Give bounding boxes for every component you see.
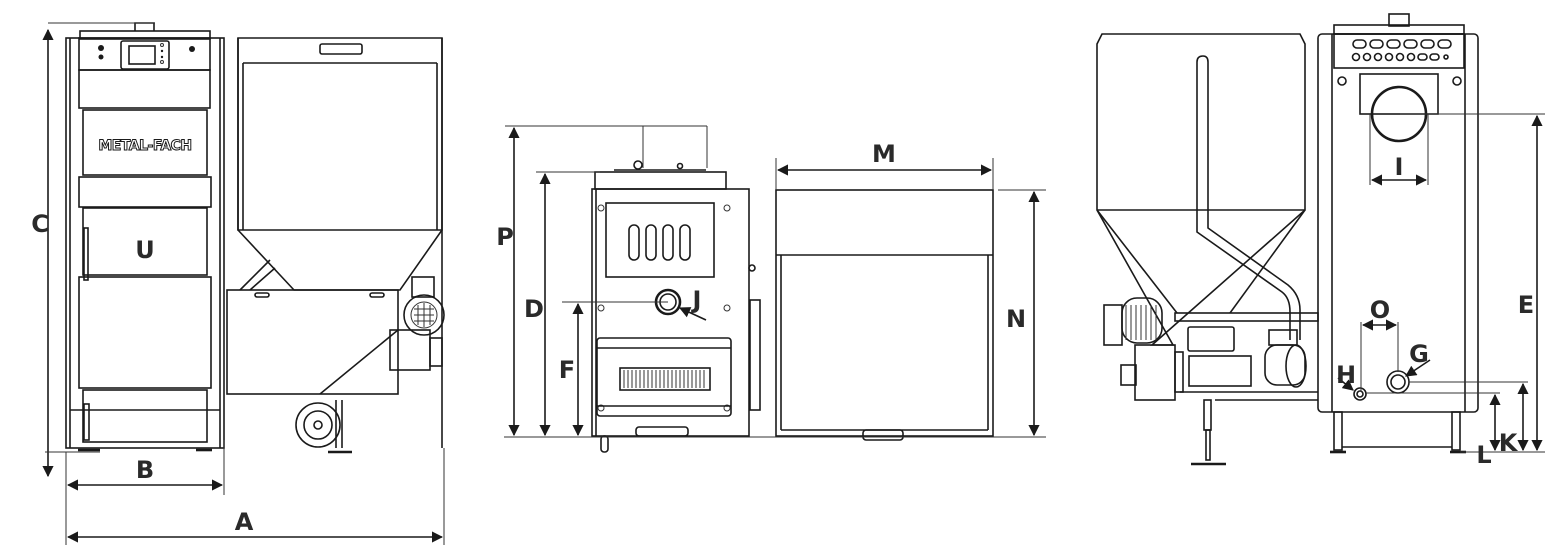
label-I: I (1395, 153, 1404, 181)
label-B: B (136, 456, 154, 484)
rear-view: I O G H L K E (1096, 13, 1545, 469)
hopper-handle (319, 43, 363, 55)
label-G: G (1409, 340, 1429, 368)
rear-connectors (1351, 39, 1452, 62)
label-C: C (31, 210, 49, 238)
label-F: F (559, 356, 575, 384)
label-M: M (872, 140, 896, 168)
label-O: O (1370, 296, 1390, 324)
label-N: N (1006, 305, 1026, 333)
label-E: E (1518, 291, 1534, 319)
fuel-hopper (237, 37, 443, 448)
label-J: J (691, 286, 702, 314)
brand-label: METAL-FACH (98, 138, 191, 154)
label-P: P (496, 223, 514, 251)
label-K: K (1499, 429, 1519, 457)
label-A: A (235, 508, 254, 536)
control-panel (78, 37, 211, 71)
side-view: J P D F (496, 125, 1046, 453)
front-view: METAL-FACH U (31, 22, 445, 545)
label-L: L (1476, 441, 1491, 469)
label-D: D (524, 295, 544, 323)
feeder-unit (226, 276, 445, 454)
label-H: H (1336, 361, 1356, 389)
label-U: U (135, 236, 155, 264)
